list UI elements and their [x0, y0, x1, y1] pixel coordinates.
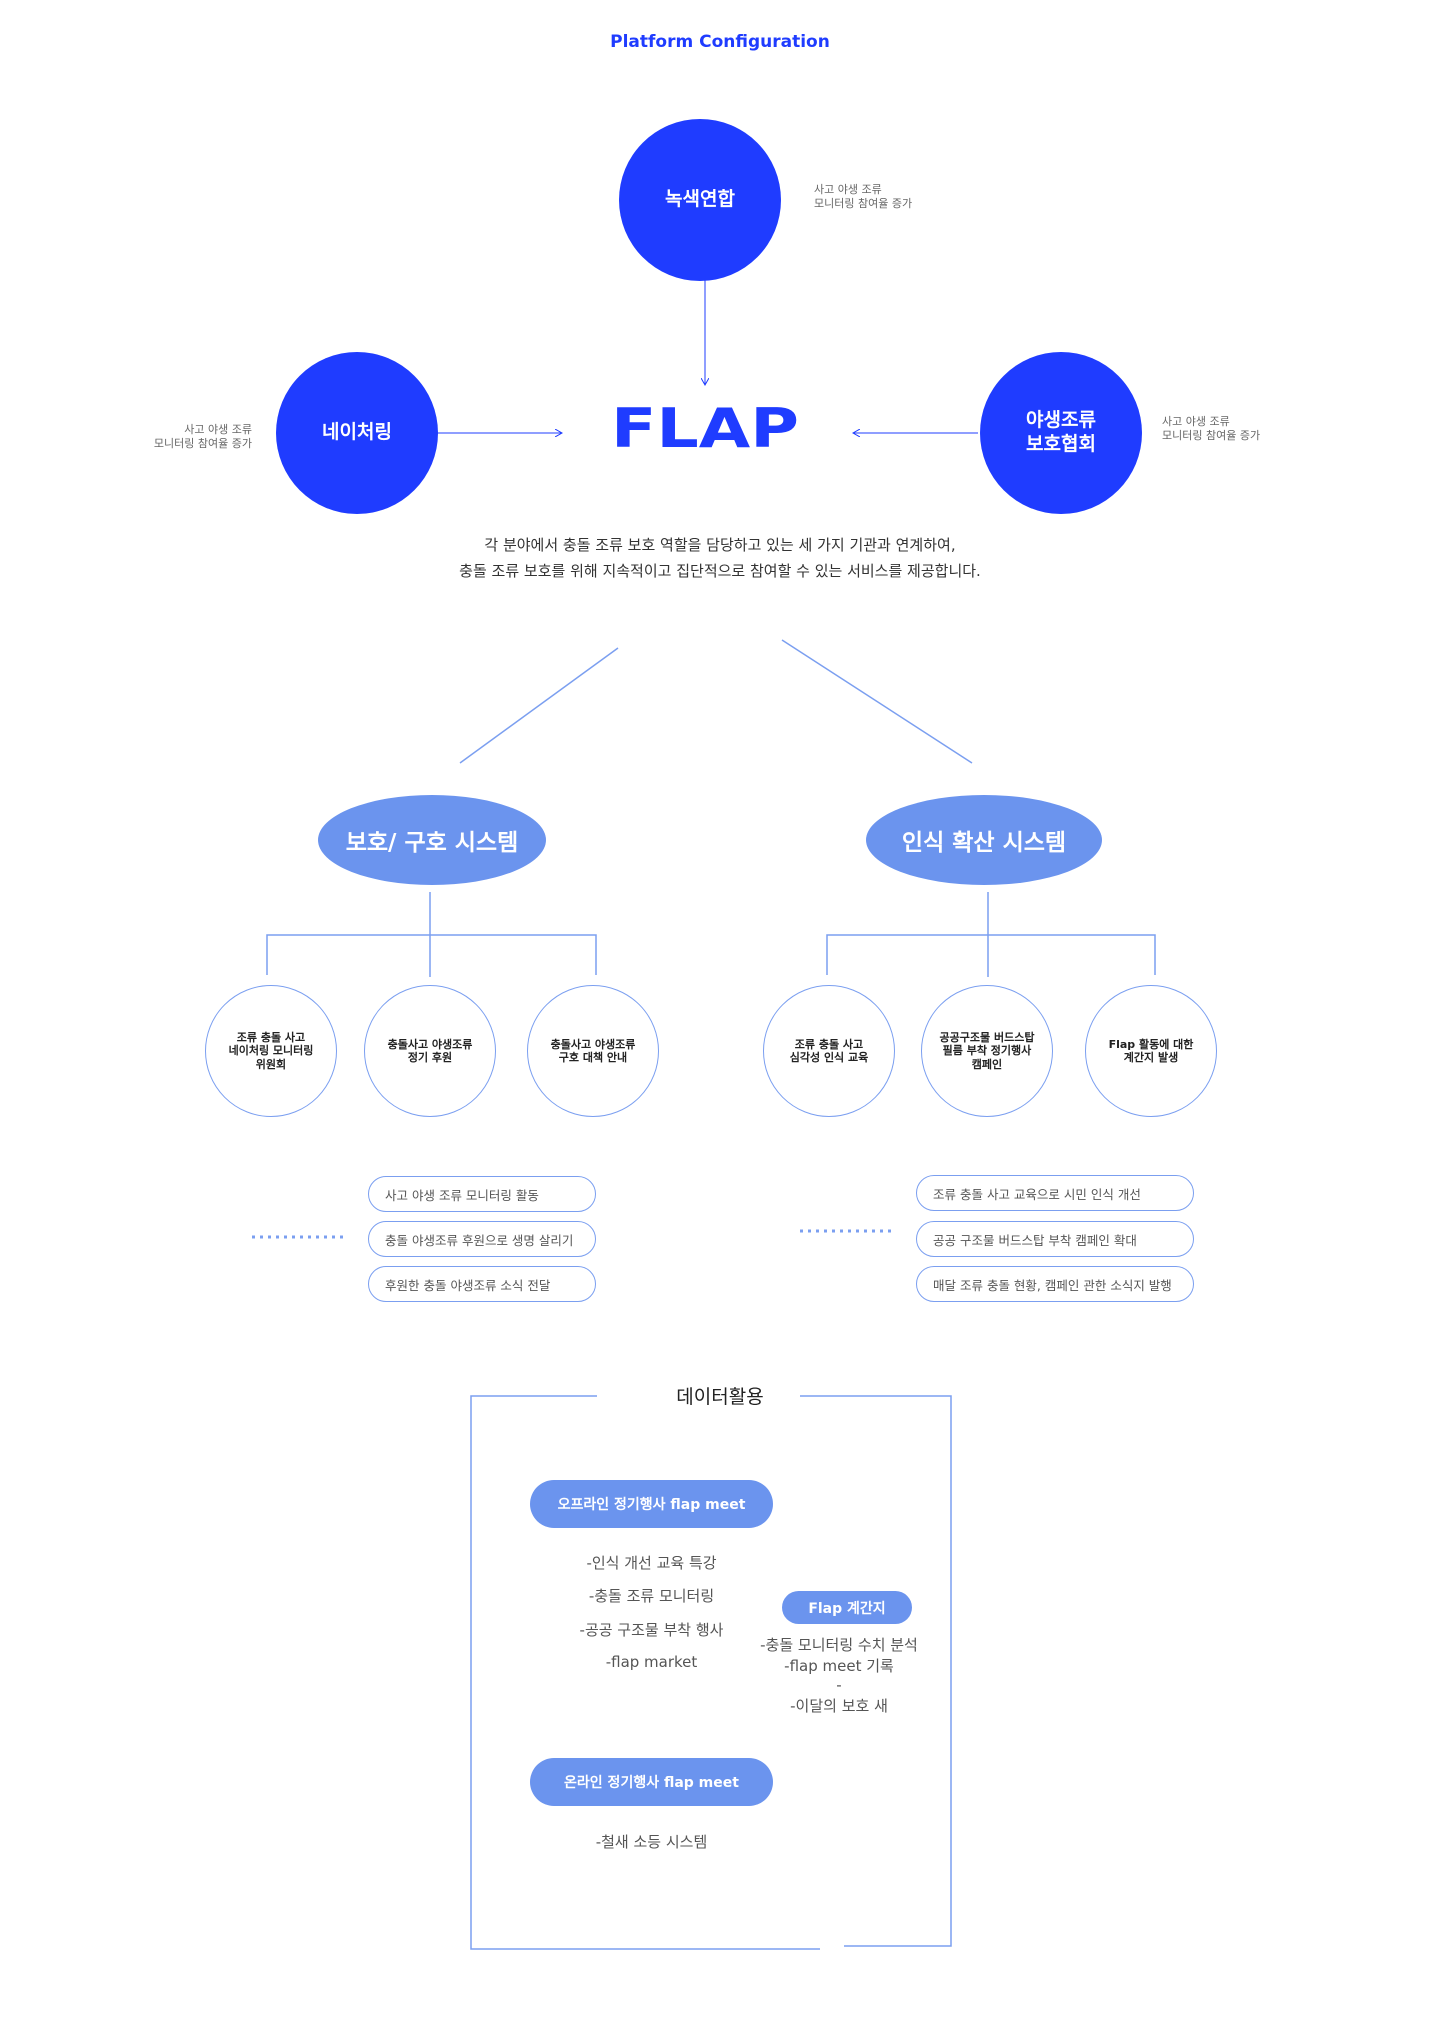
- online-meet-label: 온라인 정기행사 flap meet: [530, 1758, 773, 1806]
- offline-item-2: -충돌 조류 모니터링: [588, 1587, 715, 1605]
- online-item-1: -철새 소등 시스템: [595, 1833, 708, 1851]
- org-naturing-note: 사고 야생 조류 모니터링 참여율 증가: [153, 423, 252, 450]
- system-protection-rescue: 보호/ 구호 시스템: [318, 795, 546, 885]
- sub-quarterly-magazine: Flap 활동에 대한 계간지 발생: [1085, 985, 1217, 1117]
- org-wild-bird-society-note: 사고 야생 조류 모니터링 참여율 증가: [1162, 415, 1261, 442]
- org-green-korea: 녹색연합: [619, 119, 781, 281]
- flap-logo-text: FLAP: [611, 398, 799, 458]
- quarterly-item-4: -이달의 보호 새: [790, 1697, 888, 1715]
- description: 각 분야에서 충돌 조류 보호 역할을 담당하고 있는 세 가지 기관과 연계하…: [0, 532, 1440, 585]
- quarterly-item-3: -: [836, 1676, 842, 1694]
- quarterly-item-1: -충돌 모니터링 수치 분석: [760, 1636, 918, 1654]
- data-section-title: 데이터활용: [676, 1386, 764, 1408]
- flap-logo: FLAP: [611, 398, 799, 458]
- activity-newsletter: 매달 조류 충돌 현황, 캠페인 관한 소식지 발행: [916, 1266, 1194, 1302]
- description-line-2: 충돌 조류 보호를 위해 지속적이고 집단적으로 참여할 수 있는 서비스를 제…: [459, 562, 981, 581]
- sub-rescue-guide: 충돌사고 야생조류 구호 대책 안내: [527, 985, 659, 1117]
- sub-regular-sponsorship: 충돌사고 야생조류 정기 후원: [364, 985, 496, 1117]
- activity-citizen-education: 조류 충돌 사고 교육으로 시민 인식 개선: [916, 1175, 1194, 1211]
- tree-left: [266, 892, 597, 977]
- org-green-korea-note: 사고 야생 조류 모니터링 참여율 증가: [814, 183, 913, 210]
- offline-item-3: -공공 구조물 부착 행사: [579, 1621, 724, 1639]
- branch-line-right: [781, 639, 973, 764]
- tree-right: [826, 892, 1156, 977]
- activity-sponsorship: 충돌 야생조류 후원으로 생명 살리기: [368, 1221, 596, 1257]
- sub-birdstop-campaign: 공공구조물 버드스탑 필름 부착 정기행사 캠페인: [921, 985, 1053, 1117]
- offline-item-4: -flap market: [605, 1653, 698, 1671]
- activity-monitoring: 사고 야생 조류 모니터링 활동: [368, 1176, 596, 1212]
- data-section-frame: [470, 1395, 952, 1950]
- activity-birdstop-expansion: 공공 구조물 버드스탑 부착 캠페인 확대: [916, 1221, 1194, 1257]
- offline-item-1: -인식 개선 교육 특강: [586, 1554, 717, 1572]
- description-line-1: 각 분야에서 충돌 조류 보호 역할을 담당하고 있는 세 가지 기관과 연계하…: [484, 536, 956, 554]
- offline-meet-label: 오프라인 정기행사 flap meet: [530, 1480, 773, 1528]
- branch-line-left: [459, 647, 619, 764]
- org-wild-bird-society: 야생조류 보호협회: [980, 352, 1142, 514]
- system-awareness-spread: 인식 확산 시스템: [866, 795, 1102, 885]
- org-naturing: 네이처링: [276, 352, 438, 514]
- quarterly-magazine-label: Flap 계간지: [782, 1591, 912, 1624]
- page-title: Platform Configuration: [610, 32, 830, 52]
- sub-awareness-education: 조류 충돌 사고 심각성 인식 교육: [763, 985, 895, 1117]
- sub-naturing-monitoring-committee: 조류 충돌 사고 네이처링 모니터링 위원회: [205, 985, 337, 1117]
- quarterly-item-2: -flap meet 기록: [784, 1657, 894, 1675]
- activity-news-delivery: 후원한 충돌 야생조류 소식 전달: [368, 1266, 596, 1302]
